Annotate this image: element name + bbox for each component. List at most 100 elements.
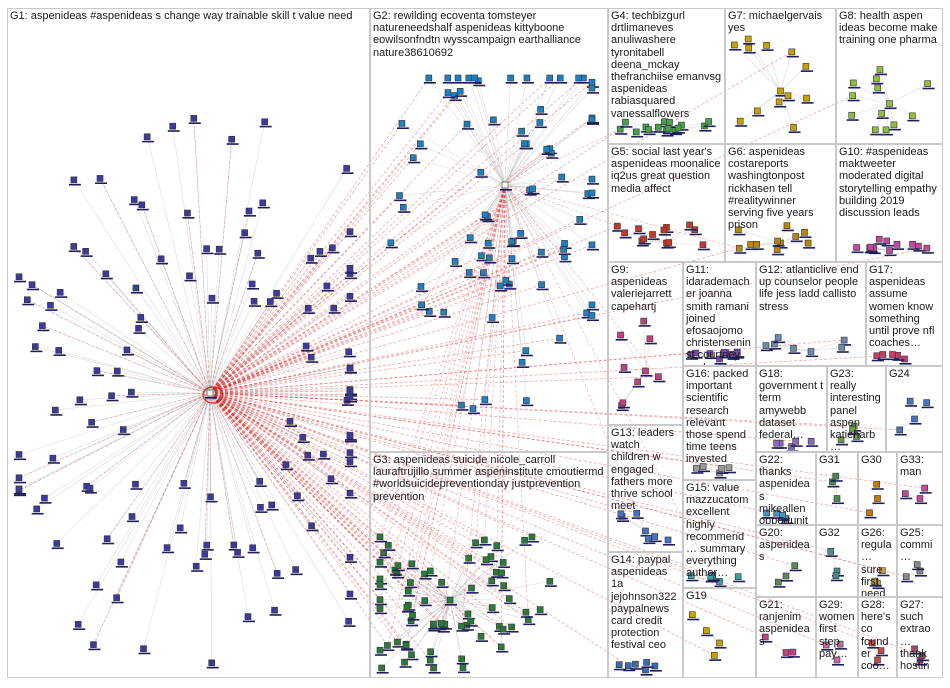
node[interactable] [307,353,315,361]
node[interactable] [871,126,879,134]
node[interactable] [921,484,929,492]
node[interactable] [394,638,401,646]
node[interactable] [463,120,471,128]
node[interactable] [733,349,741,357]
node[interactable] [259,199,267,207]
node[interactable] [215,245,223,253]
node[interactable] [302,342,310,350]
node[interactable] [207,493,214,501]
node[interactable] [909,112,916,120]
node[interactable] [376,558,384,566]
node[interactable] [477,168,485,176]
hub-node[interactable] [777,87,784,95]
node[interactable] [538,281,545,288]
node[interactable] [784,92,792,100]
node[interactable] [378,664,385,672]
hub-node[interactable] [911,415,918,423]
node[interactable] [15,474,23,482]
node[interactable] [96,175,104,182]
node[interactable] [588,115,596,123]
node[interactable] [316,248,324,255]
node[interactable] [633,510,641,517]
node[interactable] [521,536,528,544]
node[interactable] [775,98,783,106]
node[interactable] [878,110,886,117]
node[interactable] [735,226,742,234]
node[interactable] [635,225,642,232]
node[interactable] [271,606,278,614]
node[interactable] [538,248,545,256]
node[interactable] [522,347,530,354]
node[interactable] [108,392,115,400]
node[interactable] [184,209,191,217]
node[interactable] [725,464,733,472]
node[interactable] [102,270,110,278]
node[interactable] [292,566,299,573]
node[interactable] [438,579,445,586]
node[interactable] [640,317,648,325]
node[interactable] [329,244,336,252]
node[interactable] [28,281,36,288]
node[interactable] [773,439,780,447]
node[interactable] [529,185,536,193]
node[interactable] [346,393,354,401]
node[interactable] [56,289,64,296]
node[interactable] [664,536,672,544]
node[interactable] [55,347,63,354]
node[interactable] [537,106,544,113]
node[interactable] [456,88,464,95]
node[interactable] [481,536,488,544]
node[interactable] [791,562,799,569]
node[interactable] [123,346,131,354]
node[interactable] [655,373,662,381]
node[interactable] [556,334,563,342]
node[interactable] [458,401,465,409]
node[interactable] [624,662,632,669]
node[interactable] [418,301,425,309]
node[interactable] [282,461,290,468]
node[interactable] [409,154,417,162]
node[interactable] [286,418,294,425]
node[interactable] [82,248,89,255]
node[interactable] [41,494,48,502]
node[interactable] [665,239,673,246]
node[interactable] [876,66,884,73]
node[interactable] [735,244,743,252]
node[interactable] [849,92,856,100]
node[interactable] [256,478,263,485]
node[interactable] [39,322,46,329]
node[interactable] [556,74,564,82]
node[interactable] [518,359,526,366]
node[interactable] [346,489,354,497]
node[interactable] [649,231,656,238]
node[interactable] [440,308,448,316]
node[interactable] [664,125,672,132]
node[interactable] [877,647,885,654]
node[interactable] [499,625,507,633]
node[interactable] [398,120,406,127]
node[interactable] [788,48,796,56]
node[interactable] [273,570,281,577]
node[interactable] [911,645,918,653]
node[interactable] [190,115,198,122]
node[interactable] [640,235,647,243]
node[interactable] [33,505,40,513]
node[interactable] [507,74,514,82]
node[interactable] [482,556,490,564]
node[interactable] [687,572,695,580]
node[interactable] [400,203,407,211]
node[interactable] [645,126,652,133]
node[interactable] [454,74,462,82]
node[interactable] [546,578,554,585]
node[interactable] [840,336,848,344]
node[interactable] [687,350,695,358]
node[interactable] [838,343,846,351]
node[interactable] [404,587,412,595]
node[interactable] [790,124,797,131]
node[interactable] [163,544,171,551]
node[interactable] [137,314,145,321]
node[interactable] [508,255,516,262]
node[interactable] [902,490,909,497]
node[interactable] [385,542,392,549]
node[interactable] [803,94,810,102]
